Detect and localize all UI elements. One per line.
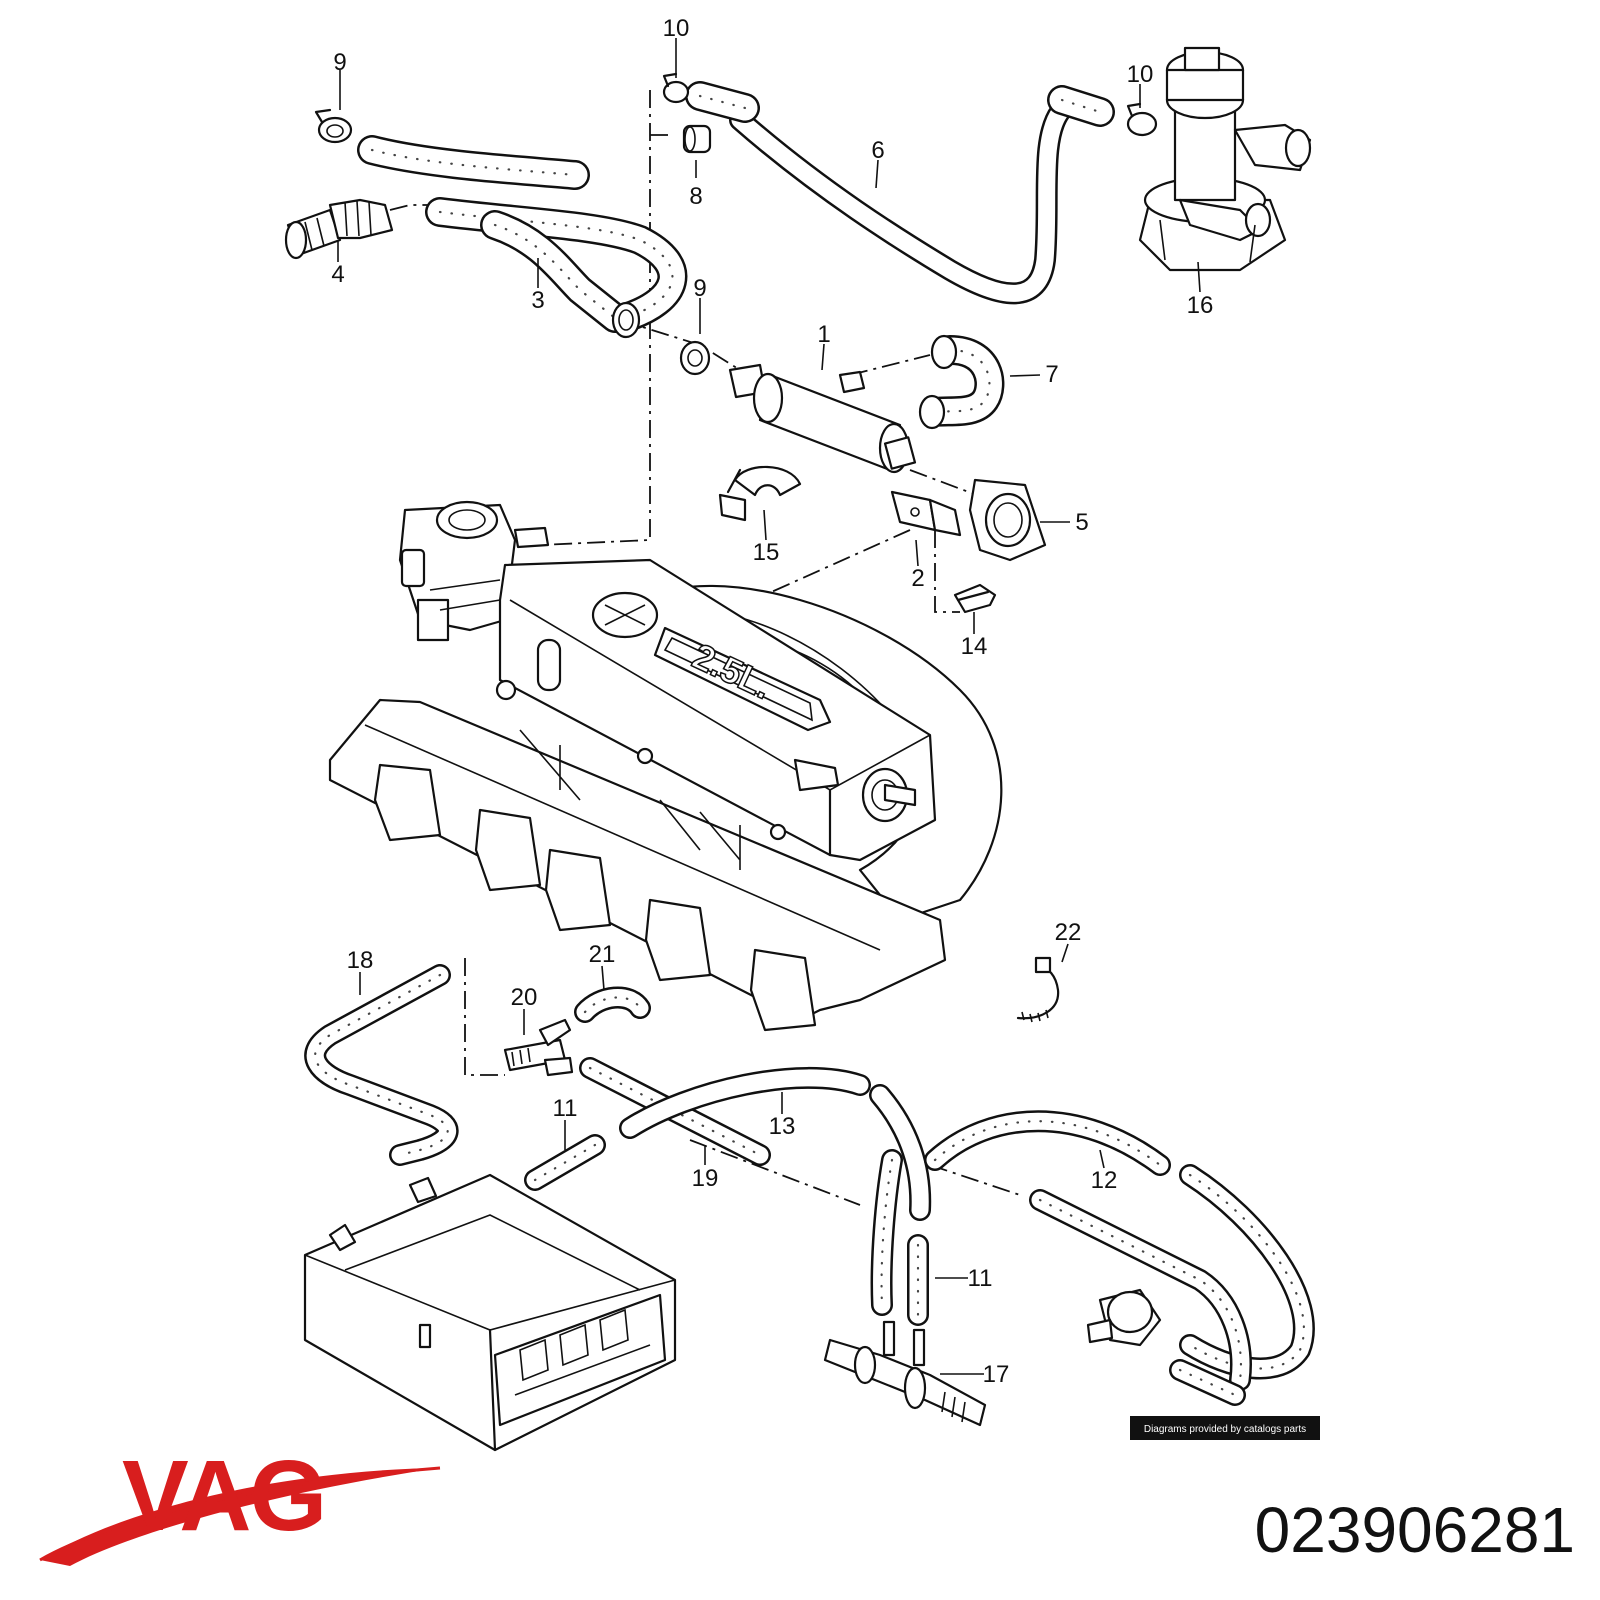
clamp-10-top: [662, 72, 690, 104]
callout-16: 16: [1187, 292, 1214, 319]
pump-1: [679, 340, 917, 474]
callout-3: 3: [531, 287, 544, 314]
callout-19: 19: [692, 1165, 719, 1192]
clip-15: [718, 465, 802, 522]
callout-18: 18: [347, 947, 374, 974]
bolt-14: [953, 583, 997, 614]
callout-12: 12: [1091, 1167, 1118, 1194]
clamp-9-top: [314, 108, 353, 144]
callout-13: 13: [769, 1113, 796, 1140]
callout-9: 9: [333, 49, 346, 76]
callout-11: 11: [968, 1265, 993, 1292]
callout-7: 7: [1045, 361, 1058, 388]
callout-20: 20: [511, 984, 538, 1011]
clamp-10-right: [1126, 102, 1158, 137]
callout-2: 2: [911, 565, 924, 592]
bracket-2: [890, 490, 962, 537]
sleeve-8: [682, 124, 712, 154]
hose-6: [685, 81, 1115, 305]
callout-14: 14: [961, 633, 988, 660]
tee-fitting-20: [503, 1018, 574, 1077]
callout-9: 9: [693, 275, 706, 302]
sleeve-11-left: [524, 1134, 606, 1191]
hose-12: [924, 1110, 1315, 1406]
credit-text: Diagrams provided by catalogs parts: [1144, 1424, 1306, 1435]
vag-logo: VAG: [39, 1440, 441, 1566]
credit-badge: Diagrams provided by catalogs parts: [1130, 1416, 1320, 1440]
manifold-gasket: [328, 698, 947, 1032]
breather-elbow-4: [284, 198, 394, 260]
callout-6: 6: [871, 137, 884, 164]
bracket-5: [968, 478, 1047, 562]
callout-10: 10: [1127, 61, 1154, 88]
callout-1: 1: [817, 321, 830, 348]
callout-17: 17: [983, 1361, 1010, 1388]
part-number: 023906281: [1255, 1494, 1575, 1566]
callout-11: 11: [553, 1095, 578, 1122]
control-unit: [303, 1173, 677, 1452]
callout-10: 10: [663, 15, 690, 42]
throttle-body: [398, 500, 550, 642]
distributor-17: [823, 1320, 987, 1427]
pressure-regulator: [1086, 1288, 1162, 1347]
hose-21: [574, 986, 651, 1023]
callout-21: 21: [589, 941, 616, 968]
callout-4: 4: [331, 261, 344, 288]
valve-16: [1138, 46, 1312, 272]
leader-lines: [337, 38, 1201, 1375]
line-vertical: [870, 1149, 903, 1316]
hose-3: [357, 135, 688, 339]
callout-5: 5: [1075, 509, 1088, 536]
hose-18: [304, 964, 459, 1166]
tie-strap-22: [1016, 956, 1060, 1023]
callout-8: 8: [689, 183, 702, 210]
intake-manifold: 2.5L.: [495, 558, 1003, 922]
hose-13: [619, 1066, 932, 1221]
elbow-hose-7: [918, 334, 1005, 430]
brand-name: VAG: [122, 1440, 325, 1552]
callout-15: 15: [753, 539, 780, 566]
callout-22: 22: [1055, 919, 1082, 946]
